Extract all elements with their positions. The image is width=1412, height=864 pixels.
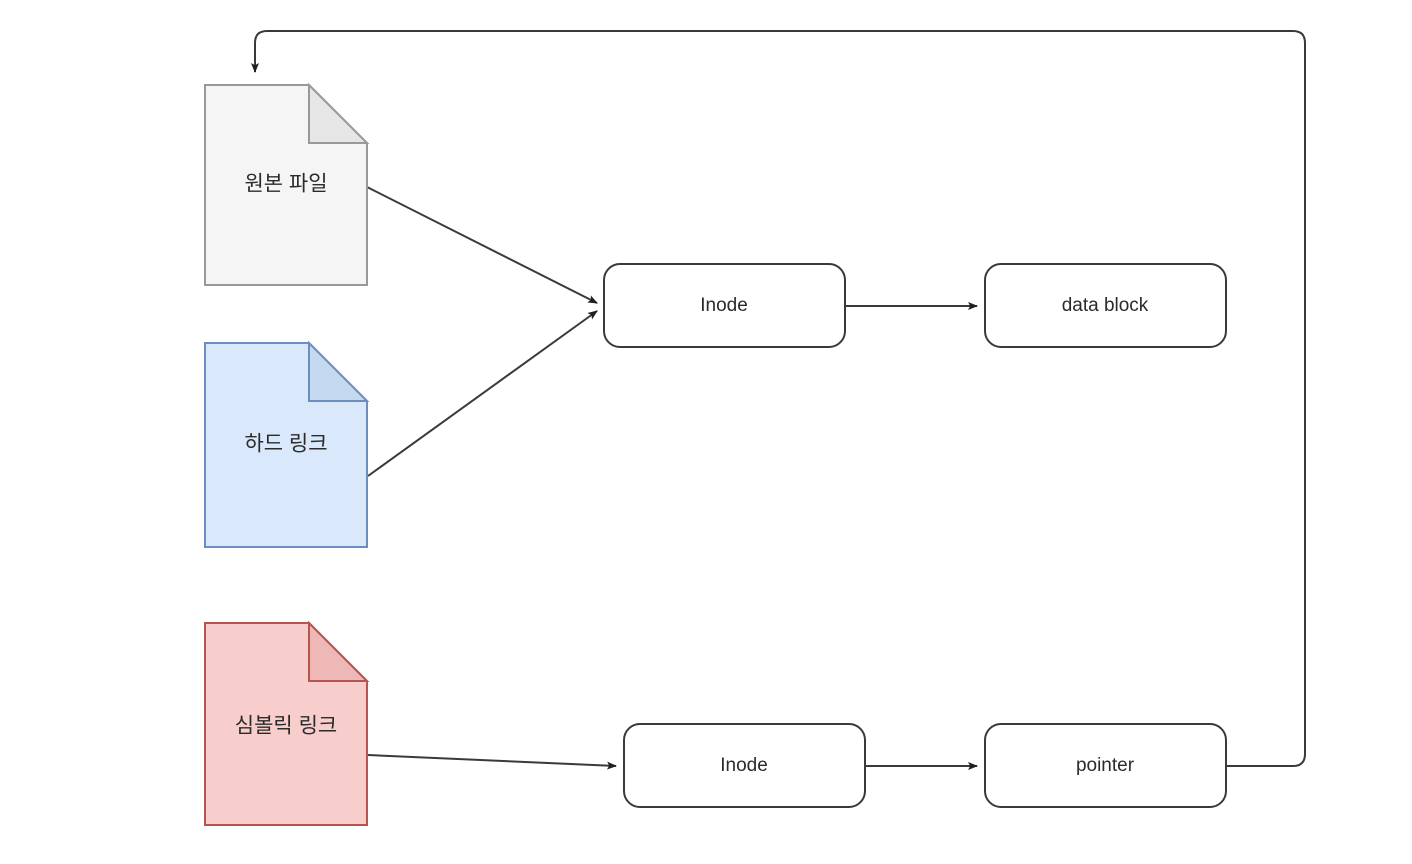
document-node-symbolic-link[interactable]: 심볼릭 링크 — [204, 620, 370, 826]
document-fold-original-file — [308, 82, 370, 144]
connector-hardlink-to-inode — [367, 310, 598, 477]
box-label-inode-top: Inode — [700, 295, 748, 316]
document-fold-hard-link — [308, 340, 370, 402]
connector-original-to-inode — [366, 186, 598, 304]
box-node-data-block[interactable]: data block — [984, 263, 1227, 348]
box-shape-inode-top — [603, 263, 846, 348]
box-node-inode-bottom[interactable]: Inode — [623, 723, 866, 808]
box-node-inode-top[interactable]: Inode — [603, 263, 846, 348]
connector-layer — [251, 30, 1306, 770]
document-label-hard-link: 하드 링크 — [244, 433, 327, 456]
box-shape-inode-bottom — [623, 723, 866, 808]
box-label-inode-bottom: Inode — [720, 755, 768, 776]
box-label-data-block: data block — [1062, 295, 1149, 316]
document-label-symbolic-link: 심볼릭 링크 — [235, 715, 337, 738]
box-node-pointer[interactable]: pointer — [984, 723, 1227, 808]
document-fold-symbolic-link — [308, 620, 370, 682]
document-node-hard-link[interactable]: 하드 링크 — [204, 340, 370, 548]
box-label-pointer: pointer — [1076, 755, 1135, 776]
document-label-original-file: 원본 파일 — [244, 173, 327, 196]
box-shape-pointer — [984, 723, 1227, 808]
connector-pointer-to-original-file — [251, 30, 1306, 767]
box-shape-data-block — [984, 263, 1227, 348]
document-node-original-file[interactable]: 원본 파일 — [204, 82, 370, 286]
connector-symlink-to-inode — [367, 754, 617, 770]
